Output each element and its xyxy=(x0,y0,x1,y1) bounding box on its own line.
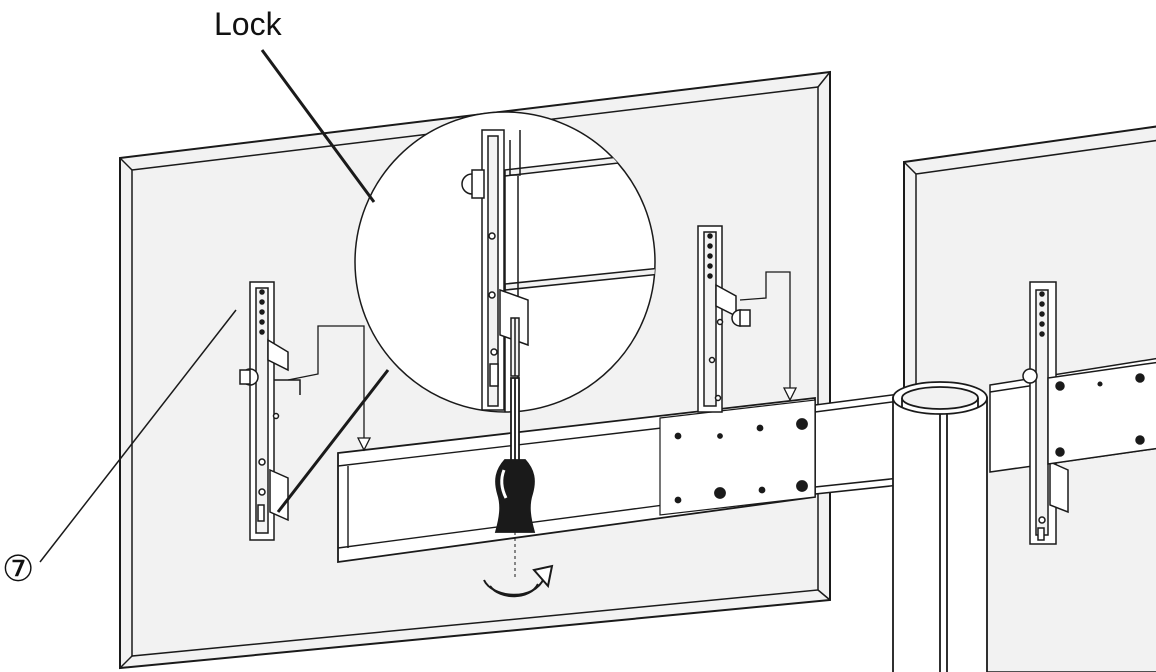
leader-lines xyxy=(39,49,390,563)
vertical-post xyxy=(892,381,988,672)
mounting-bar xyxy=(337,396,816,564)
left-bracket xyxy=(239,281,301,541)
rotate-clockwise-icon xyxy=(483,564,554,598)
right-panel-mount xyxy=(989,281,1156,545)
right-bracket xyxy=(697,225,751,413)
part-number-label: ⑦ xyxy=(2,548,35,589)
arrow-down-icon xyxy=(287,271,798,452)
magnified-detail xyxy=(354,111,656,413)
screwdriver-icon xyxy=(494,377,536,580)
mounting-rail xyxy=(814,393,901,495)
lock-label: Lock xyxy=(214,6,282,42)
